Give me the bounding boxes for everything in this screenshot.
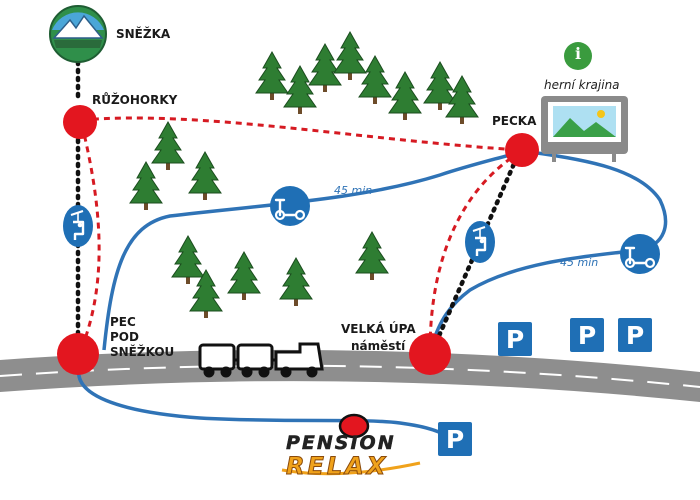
stop-velka-upa[interactable] [409, 333, 451, 375]
pension-logo-swoosh [281, 461, 421, 476]
chairlift-icon [61, 203, 95, 249]
info-icon-letter: i [574, 44, 582, 63]
playground-landscape-icon[interactable] [541, 96, 628, 162]
route-time-label: 45 min [560, 256, 599, 269]
label-velka-upa-square: náměstí [351, 339, 406, 353]
main-road [0, 349, 700, 402]
label-pecka: PECKA [492, 114, 537, 128]
label-pec-pod-snezkou: PEC POD SNĚŽKOU [110, 315, 174, 360]
label-pec-line1: PEC [110, 315, 136, 329]
stop-pecka[interactable] [505, 133, 539, 167]
snezka-mountain-icon[interactable] [49, 5, 107, 63]
pension-logo-line1: PENSION [286, 432, 396, 455]
stop-pec-pod-snezkou[interactable] [57, 333, 99, 375]
parking-icon: P [498, 322, 532, 356]
info-icon[interactable] [564, 42, 592, 70]
route-time-label: 45 min [334, 184, 373, 197]
scooter-icon [618, 232, 662, 276]
label-pec-line2: POD [110, 330, 139, 344]
label-velka-upa: VELKÁ ÚPA [341, 322, 416, 336]
label-pec-line3: SNĚŽKOU [110, 345, 175, 359]
stop-ruzohorky[interactable] [63, 105, 97, 139]
hiking-trails [78, 116, 521, 353]
forest [129, 31, 479, 319]
tourist-train-icon [198, 342, 324, 378]
parking-icon: P [570, 318, 604, 352]
pension-location-marker[interactable] [338, 413, 370, 439]
label-ruzohorky: RŮŽOHORKY [92, 93, 178, 107]
parking-icon: P [618, 318, 652, 352]
chairlift-icon [463, 219, 497, 265]
pension-logo-line2: RELAX [285, 452, 389, 481]
parking-icon: P [438, 422, 472, 456]
playground-label: herní krajina [544, 78, 620, 92]
scooter-icon [268, 184, 312, 228]
label-snezka: SNĚŽKA [116, 27, 171, 41]
